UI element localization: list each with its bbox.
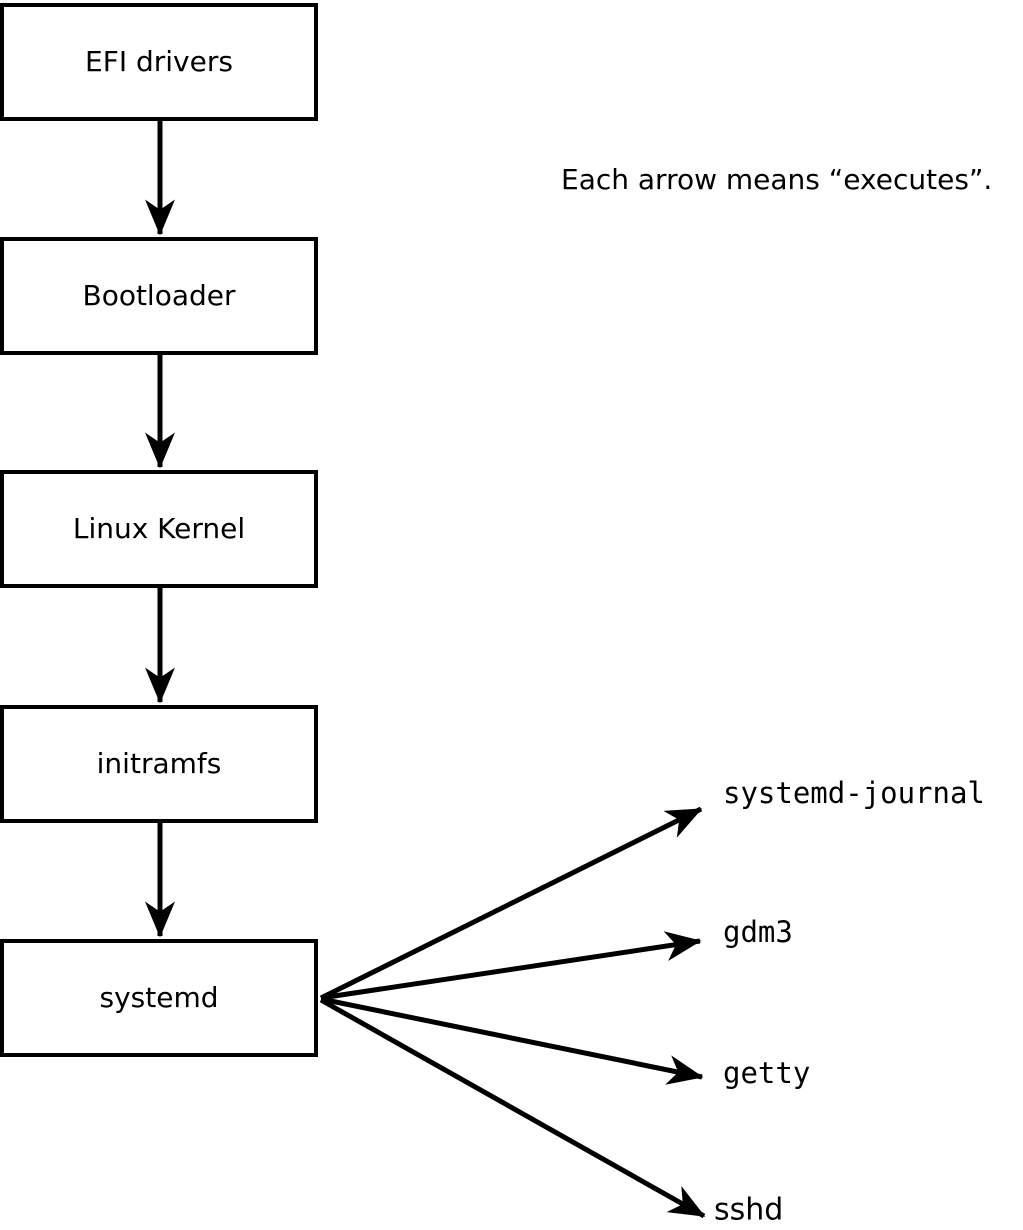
arrow-systemd-to-journal bbox=[319, 806, 703, 1001]
node-efi-drivers-label: EFI drivers bbox=[85, 45, 233, 78]
node-initramfs: initramfs bbox=[0, 705, 318, 823]
legend-note: Each arrow means “executes”. bbox=[561, 163, 993, 196]
label-sshd: sshd bbox=[714, 1192, 784, 1228]
node-linux-kernel: Linux Kernel bbox=[0, 470, 318, 588]
arrow-systemd-to-gdm3 bbox=[320, 931, 702, 1001]
node-bootloader-label: Bootloader bbox=[82, 279, 236, 312]
node-efi-drivers: EFI drivers bbox=[0, 3, 318, 121]
arrow-systemd-to-sshd bbox=[319, 997, 706, 1219]
node-systemd-label: systemd bbox=[99, 981, 219, 1014]
node-systemd: systemd bbox=[0, 939, 318, 1057]
label-gdm3: gdm3 bbox=[723, 915, 793, 949]
arrow-systemd-to-getty bbox=[320, 996, 704, 1085]
node-linux-kernel-label: Linux Kernel bbox=[72, 512, 246, 545]
label-getty: getty bbox=[723, 1056, 811, 1090]
label-systemd-journal: systemd-journal bbox=[723, 776, 985, 810]
node-initramfs-label: initramfs bbox=[96, 747, 222, 780]
node-bootloader: Bootloader bbox=[0, 237, 318, 355]
